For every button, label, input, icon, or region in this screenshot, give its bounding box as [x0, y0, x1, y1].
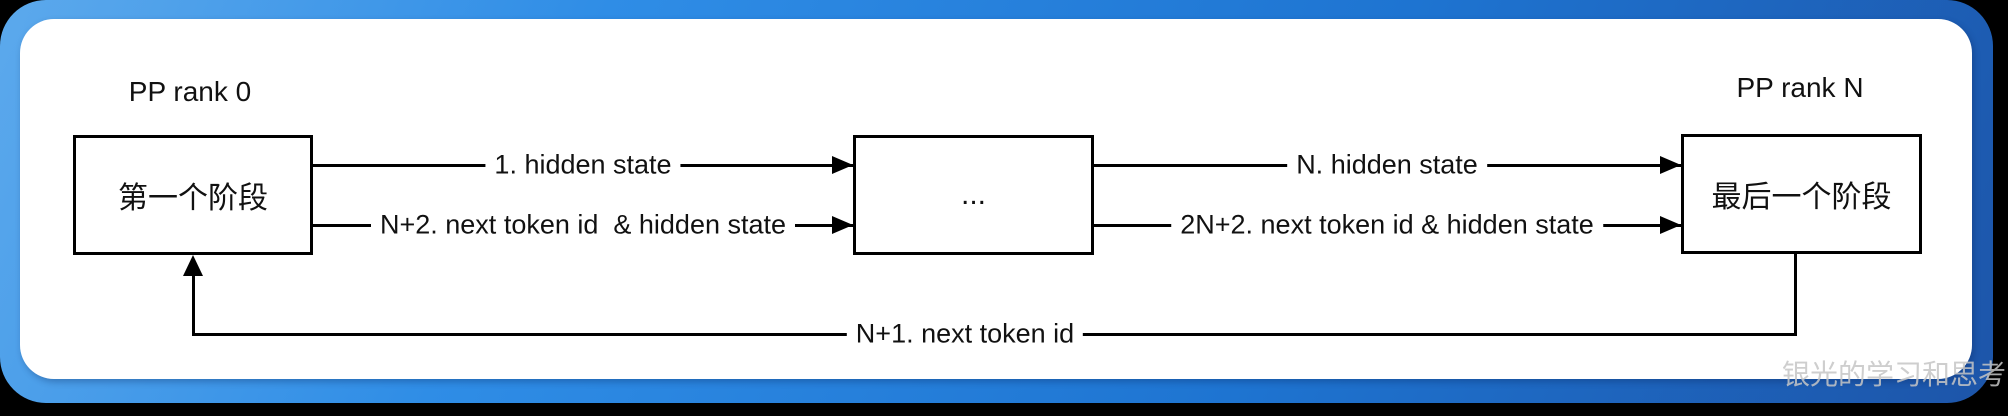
pp-rank-n-label: PP rank N	[1736, 72, 1864, 103]
watermark-text: 银光的学习和思考	[1782, 359, 2007, 390]
arrowhead-up-icon	[183, 255, 203, 276]
feedback-line-right-vertical	[1794, 254, 1797, 336]
stage-box-last-label: 最后一个阶段	[1711, 181, 1892, 214]
edge-label-hidden-state-n: N. hidden state	[1287, 149, 1487, 181]
arrowhead-right-icon	[1660, 156, 1681, 174]
pp-rank-0-label: PP rank 0	[128, 76, 252, 107]
edge-label-next-token-n2: N+2. next token id & hidden state	[370, 209, 796, 241]
stage-box-middle-label: ...	[960, 178, 986, 211]
stage-box-last: 最后一个阶段	[1681, 134, 1922, 254]
feedback-line-left-vertical	[192, 272, 195, 336]
edge-label-next-token-n1: N+1. next token id	[846, 318, 1084, 350]
stage-box-middle: ...	[853, 135, 1094, 255]
stage-box-first: 第一个阶段	[73, 135, 313, 255]
edge-label-next-token-2n2: 2N+2. next token id & hidden state	[1171, 209, 1603, 241]
edge-label-hidden-state-1: 1. hidden state	[485, 149, 681, 181]
arrowhead-right-icon	[832, 216, 853, 234]
stage-box-first-label: 第一个阶段	[118, 182, 268, 215]
arrowhead-right-icon	[1660, 216, 1681, 234]
arrowhead-right-icon	[832, 156, 853, 174]
